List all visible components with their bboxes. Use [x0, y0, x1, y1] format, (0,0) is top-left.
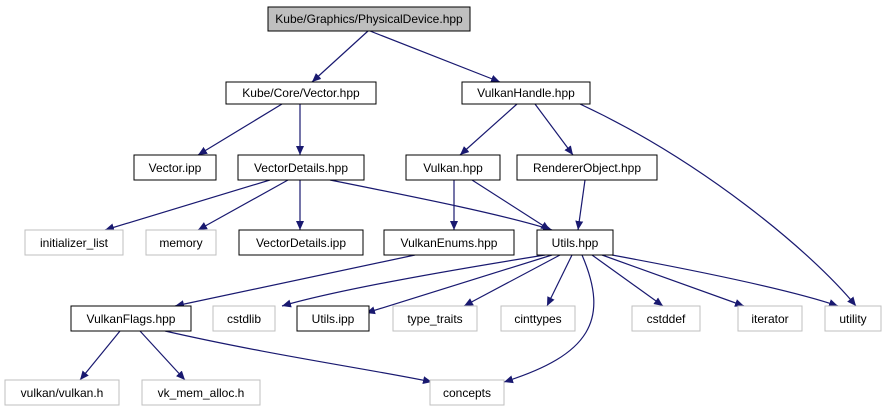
- node-vulkan-vulkan-h[interactable]: vulkan/vulkan.h: [4, 379, 120, 406]
- node-vulkan-hpp[interactable]: Vulkan.hpp: [405, 154, 501, 181]
- node-memory[interactable]: memory: [145, 229, 217, 256]
- node-label: Kube/Core/Vector.hpp: [242, 86, 360, 100]
- node-utils-hpp[interactable]: Utils.hpp: [536, 229, 614, 256]
- edge-vulkan-to-utils: [471, 179, 551, 231]
- node-label: memory: [159, 236, 202, 250]
- node-label: vulkan/vulkan.h: [21, 386, 104, 400]
- edge-vectordetails-to-utils: [329, 179, 553, 232]
- node-vector-ipp[interactable]: Vector.ipp: [133, 154, 217, 181]
- node-type-traits[interactable]: type_traits: [392, 305, 478, 332]
- node-label: VulkanFlags.hpp: [87, 312, 176, 326]
- edge-vulkanhandle-to-rendererobject: [534, 103, 574, 156]
- node-concepts[interactable]: concepts: [429, 379, 505, 406]
- node-vector-details-ipp[interactable]: VectorDetails.ipp: [238, 229, 364, 256]
- node-label: cstdlib: [227, 312, 261, 326]
- node-label: RendererObject.hpp: [533, 161, 641, 175]
- node-core-vector[interactable]: Kube/Core/Vector.hpp: [225, 81, 377, 105]
- edge-rendererobject-to-utils: [575, 179, 586, 231]
- edge-vectordetails-to-memory: [197, 179, 289, 231]
- node-label: Utils.ipp: [312, 312, 355, 326]
- node-label: initializer_list: [40, 236, 109, 250]
- edge-vulkanenums-to-vulkanflags: [174, 254, 416, 309]
- node-vk-mem-alloc[interactable]: vk_mem_alloc.h: [141, 379, 261, 406]
- edge-vulkanflags-to-vkmemalloc: [139, 330, 186, 381]
- node-label: VulkanEnums.hpp: [401, 236, 498, 250]
- edge-vector-to-vectoripp: [197, 103, 283, 156]
- edge-utils-to-concepts: [503, 254, 595, 384]
- node-label: Kube/Graphics/PhysicalDevice.hpp: [275, 12, 463, 26]
- node-iterator[interactable]: iterator: [737, 305, 803, 332]
- node-vulkan-handle[interactable]: VulkanHandle.hpp: [461, 81, 591, 105]
- edge-utils-to-cinttypes: [546, 254, 573, 307]
- node-label: iterator: [751, 312, 788, 326]
- nodes: Kube/Graphics/PhysicalDevice.hpp Kube/Co…: [4, 6, 882, 406]
- node-label: vk_mem_alloc.h: [158, 386, 245, 400]
- node-label: cstddef: [647, 312, 686, 326]
- node-label: Vector.ipp: [149, 161, 202, 175]
- edge-vulkanflags-to-concepts: [164, 330, 433, 385]
- node-label: cinttypes: [514, 312, 561, 326]
- edge-vulkanhandle-to-vulkan: [459, 103, 518, 156]
- node-label: VectorDetails.ipp: [256, 236, 346, 250]
- edge-utils-to-utilsipp: [365, 254, 553, 315]
- edge-vulkanhandle-to-utility: [579, 103, 857, 307]
- edge-utils-to-cstdlib: [281, 254, 546, 308]
- edge-utils-to-utility: [611, 254, 839, 307]
- node-label: concepts: [443, 386, 491, 400]
- node-renderer-object[interactable]: RendererObject.hpp: [516, 154, 658, 181]
- node-vector-details-hpp[interactable]: VectorDetails.hpp: [237, 154, 365, 181]
- edge-physicaldevice-to-vulkanhandle: [369, 30, 501, 83]
- node-label: Utils.hpp: [552, 236, 599, 250]
- node-cstddef[interactable]: cstddef: [631, 305, 701, 332]
- edge-utils-to-cstddef: [591, 254, 664, 307]
- node-initializer-list[interactable]: initializer_list: [24, 229, 124, 256]
- node-vulkan-flags[interactable]: VulkanFlags.hpp: [70, 305, 192, 332]
- node-label: VectorDetails.hpp: [254, 161, 348, 175]
- node-utils-ipp[interactable]: Utils.ipp: [296, 305, 370, 332]
- edge-physicaldevice-to-vector: [311, 30, 369, 83]
- node-utility[interactable]: utility: [824, 305, 882, 332]
- node-label: Vulkan.hpp: [423, 161, 483, 175]
- node-physical-device[interactable]: Kube/Graphics/PhysicalDevice.hpp: [267, 6, 471, 32]
- edge-vulkanflags-to-vulkanh: [79, 330, 121, 381]
- node-cinttypes[interactable]: cinttypes: [500, 305, 576, 332]
- edges: [79, 30, 857, 385]
- node-vulkan-enums[interactable]: VulkanEnums.hpp: [383, 229, 515, 256]
- edge-utils-to-typetraits: [463, 254, 561, 307]
- node-label: utility: [839, 312, 866, 326]
- node-cstdlib[interactable]: cstdlib: [212, 305, 276, 332]
- edge-utils-to-iterator: [601, 254, 745, 307]
- node-label: VulkanHandle.hpp: [477, 86, 575, 100]
- node-label: type_traits: [407, 312, 462, 326]
- edge-vectordetails-to-initializerlist: [104, 179, 271, 232]
